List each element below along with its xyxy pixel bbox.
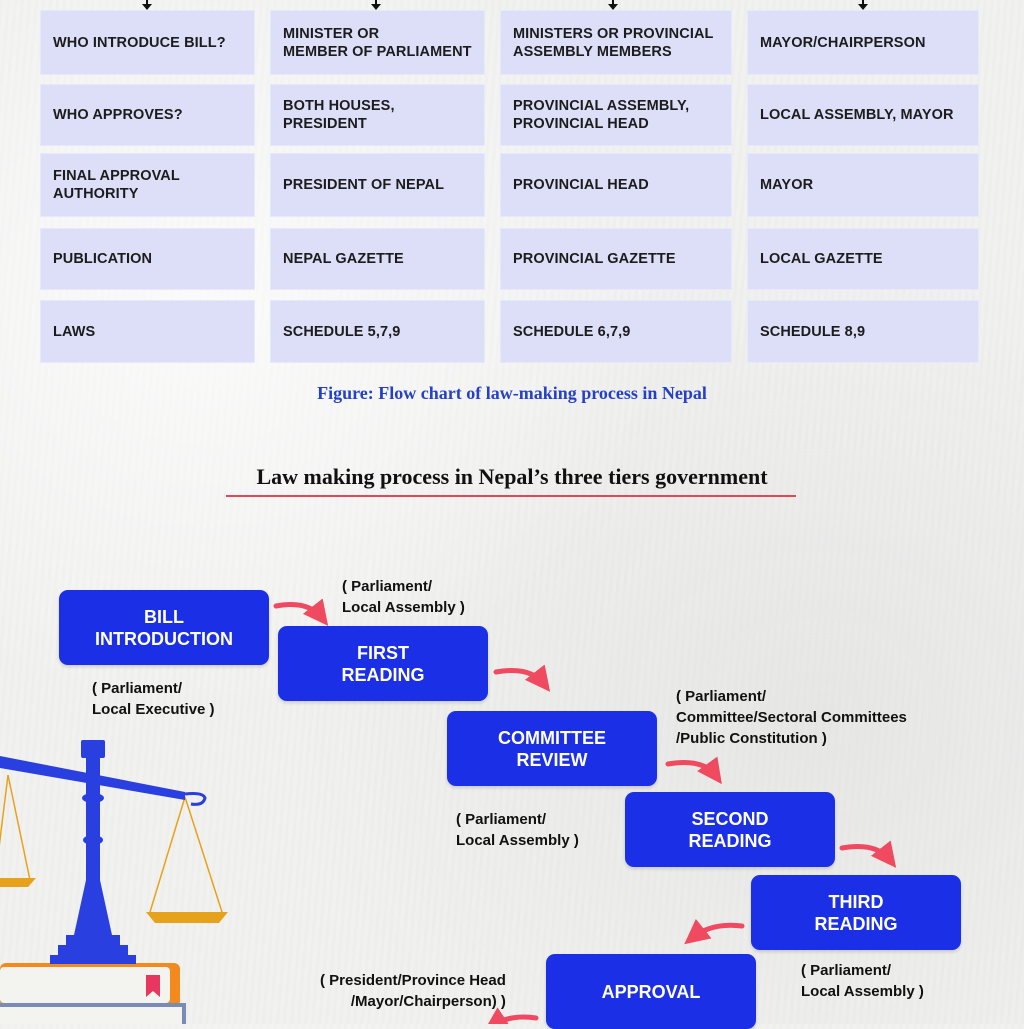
row-1-provincial: MINISTERS OR PROVINCIAL ASSEMBLY MEMBERS (500, 10, 732, 75)
step-bill-introduction: BILL INTRODUCTION (59, 590, 269, 665)
arrow-third-to-approval (684, 918, 745, 945)
row-1-federal: MINISTER OR MEMBER OF PARLIAMENT (270, 10, 485, 75)
arrow-bill-to-first (273, 598, 329, 626)
row-1-local: MAYOR/CHAIRPERSON (747, 10, 979, 75)
row-4-federal: NEPAL GAZETTE (270, 228, 485, 290)
column-arrow-4 (858, 0, 868, 10)
arrow-second-to-third (839, 840, 897, 868)
column-arrow-3 (608, 0, 618, 10)
note-second-reading: ( Parliament/ Local Assembly ) (456, 811, 579, 849)
row-3-federal: PRESIDENT OF NEPAL (270, 153, 485, 217)
step-committee-review: COMMITTEE REVIEW (447, 711, 657, 786)
row-1-question: WHO INTRODUCE BILL? (40, 10, 255, 75)
note-approval: ( President/Province Head /Mayor/Chairpe… (320, 972, 506, 1010)
heading-underline (226, 495, 796, 497)
note-bill-introduction: ( Parliament/ Local Executive ) (92, 680, 215, 718)
row-2-question: WHO APPROVES? (40, 84, 255, 146)
row-4-provincial: PROVINCIAL GAZETTE (500, 228, 732, 290)
row-5-local: SCHEDULE 8,9 (747, 300, 979, 363)
process-heading: Law making process in Nepal’s three tier… (256, 464, 768, 489)
row-5-provincial: SCHEDULE 6,7,9 (500, 300, 732, 363)
step-approval: APPROVAL (546, 954, 756, 1029)
row-3-question: FINAL APPROVAL AUTHORITY (40, 153, 255, 217)
figure-caption: Figure: Flow chart of law-making process… (317, 383, 707, 403)
books-icon (0, 963, 186, 1024)
row-2-provincial: PROVINCIAL ASSEMBLY, PROVINCIAL HEAD (500, 84, 732, 146)
row-2-local: LOCAL ASSEMBLY, MAYOR (747, 84, 979, 146)
column-arrow-1 (142, 0, 152, 10)
arrow-committee-to-second (665, 756, 722, 785)
row-5-federal: SCHEDULE 5,7,9 (270, 300, 485, 363)
row-3-provincial: PROVINCIAL HEAD (500, 153, 732, 217)
column-arrow-2 (371, 0, 381, 10)
step-third-reading: THIRD READING (751, 875, 961, 950)
note-first-reading: ( Parliament/ Local Assembly ) (342, 578, 465, 616)
arrow-approval-onward (483, 1007, 539, 1024)
row-4-local: LOCAL GAZETTE (747, 228, 979, 290)
step-second-reading: SECOND READING (625, 792, 835, 867)
arrow-first-to-committee (493, 664, 551, 692)
row-2-federal: BOTH HOUSES, PRESIDENT (270, 84, 485, 146)
note-committee-review: ( Parliament/ Committee/Sectoral Committ… (676, 688, 907, 747)
note-third-reading: ( Parliament/ Local Assembly ) (801, 962, 924, 1000)
row-5-question: LAWS (40, 300, 255, 363)
step-first-reading: FIRST READING (278, 626, 488, 701)
row-4-question: PUBLICATION (40, 228, 255, 290)
row-3-local: MAYOR (747, 153, 979, 217)
